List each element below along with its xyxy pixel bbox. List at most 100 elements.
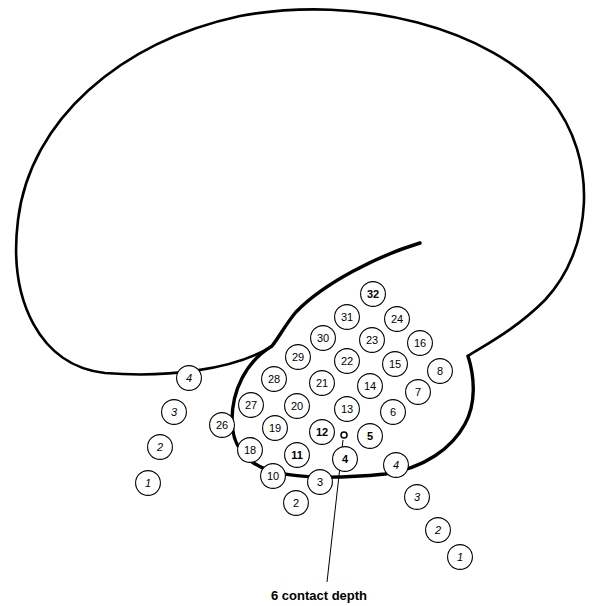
contact-number: 8 xyxy=(427,358,453,384)
electrode-contact: 12 xyxy=(309,419,335,445)
depth-contact-dot xyxy=(341,432,347,438)
contact-number: 19 xyxy=(262,415,288,441)
contact-ring xyxy=(408,331,433,356)
contact-ring xyxy=(406,380,431,405)
contact-ring xyxy=(311,326,336,351)
contact-number: 4 xyxy=(176,365,202,391)
contact-number: 5 xyxy=(357,423,383,449)
contact-ring xyxy=(360,328,385,353)
electrode-contact: 26 xyxy=(209,412,235,438)
contact-ring xyxy=(428,359,453,384)
contact-number: 3 xyxy=(307,469,333,495)
contact-ring xyxy=(426,518,451,543)
contact-number: 24 xyxy=(384,306,410,332)
electrode-contact: 2 xyxy=(147,434,173,460)
electrode-contact: 23 xyxy=(359,327,385,353)
annotation-label: 6 contact depth xyxy=(271,588,367,603)
contact-ring xyxy=(177,366,202,391)
contact-ring xyxy=(263,416,288,441)
contact-ring xyxy=(384,453,409,478)
contact-ring xyxy=(239,393,264,418)
contact-ring xyxy=(335,349,360,374)
electrode-contact: 4 xyxy=(176,365,202,391)
contact-number: 18 xyxy=(237,437,263,463)
contact-ring xyxy=(335,397,360,422)
contact-ring xyxy=(448,545,473,570)
contact-number: 20 xyxy=(284,393,310,419)
contact-ring xyxy=(285,443,310,468)
electrode-contact: 1 xyxy=(447,544,473,570)
electrode-contact: 20 xyxy=(284,393,310,419)
contact-ring xyxy=(310,371,335,396)
electrode-contact: 8 xyxy=(427,358,453,384)
contact-ring xyxy=(308,470,333,495)
electrode-contact: 24 xyxy=(384,306,410,332)
electrode-contact: 1 xyxy=(135,470,161,496)
electrode-contact: 18 xyxy=(237,437,263,463)
contact-ring xyxy=(210,413,235,438)
contact-ring xyxy=(381,400,406,425)
electrode-contact: 29 xyxy=(285,344,311,370)
electrode-contact: 31 xyxy=(334,304,360,330)
contact-ring xyxy=(358,374,383,399)
contact-number: 2 xyxy=(425,517,451,543)
electrode-contact: 27 xyxy=(238,392,264,418)
contact-ring xyxy=(286,345,311,370)
electrode-contact: 22 xyxy=(334,348,360,374)
contact-number: 15 xyxy=(382,351,408,377)
electrode-contact: 6 xyxy=(380,399,406,425)
contact-ring xyxy=(405,485,430,510)
electrode-contact: 28 xyxy=(261,366,287,392)
electrode-contact: 14 xyxy=(357,373,383,399)
contact-number: 1 xyxy=(447,544,473,570)
electrode-contact: 30 xyxy=(310,325,336,351)
temporal-lobe-outline xyxy=(232,243,473,477)
contact-number: 7 xyxy=(405,379,431,405)
contact-number: 29 xyxy=(285,344,311,370)
contact-number: 4 xyxy=(332,446,358,472)
electrode-contact: 15 xyxy=(382,351,408,377)
electrode-contact: 16 xyxy=(407,330,433,356)
contact-number: 21 xyxy=(309,370,335,396)
contact-number: 3 xyxy=(161,399,187,425)
contact-number: 2 xyxy=(147,434,173,460)
brain-outline xyxy=(16,9,584,374)
electrode-contact: 11 xyxy=(284,442,310,468)
electrode-contact: 3 xyxy=(161,399,187,425)
electrode-contact: 7 xyxy=(405,379,431,405)
contact-number: 12 xyxy=(309,419,335,445)
electrode-contact: 10 xyxy=(260,463,286,489)
contact-number: 32 xyxy=(360,281,386,307)
electrode-contact: 2 xyxy=(283,490,309,516)
contact-number: 2 xyxy=(283,490,309,516)
electrode-contact: 3 xyxy=(307,469,333,495)
contact-ring xyxy=(136,471,161,496)
contact-number: 14 xyxy=(357,373,383,399)
contact-ring xyxy=(358,424,383,449)
contact-ring xyxy=(148,435,173,460)
contact-ring xyxy=(385,307,410,332)
contact-ring xyxy=(284,491,309,516)
contact-number: 23 xyxy=(359,327,385,353)
contact-number: 27 xyxy=(238,392,264,418)
contact-ring xyxy=(383,352,408,377)
contact-number: 10 xyxy=(260,463,286,489)
contact-ring xyxy=(261,464,286,489)
contact-number: 4 xyxy=(383,452,409,478)
contact-number: 13 xyxy=(334,396,360,422)
electrode-contact: 2 xyxy=(425,517,451,543)
electrode-contact: 32 xyxy=(360,281,386,307)
contact-number: 31 xyxy=(334,304,360,330)
contact-number: 28 xyxy=(261,366,287,392)
contact-number: 11 xyxy=(284,442,310,468)
contact-ring xyxy=(285,394,310,419)
electrode-contact: 3 xyxy=(404,484,430,510)
electrode-contact: 21 xyxy=(309,370,335,396)
electrode-contact: 13 xyxy=(334,396,360,422)
contact-number: 26 xyxy=(209,412,235,438)
contact-ring xyxy=(262,367,287,392)
contact-ring xyxy=(162,400,187,425)
electrode-contact: 19 xyxy=(262,415,288,441)
contact-ring xyxy=(333,447,358,472)
